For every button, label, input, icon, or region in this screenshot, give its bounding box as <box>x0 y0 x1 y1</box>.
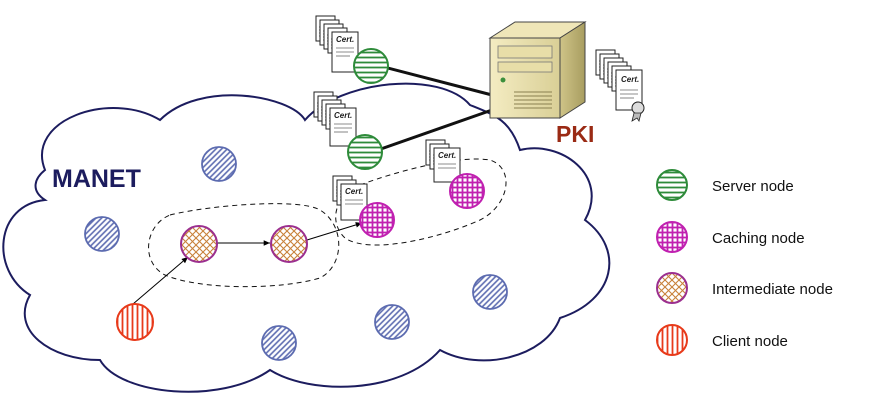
cert-stack-upper-icon <box>315 15 359 73</box>
caching-node-right <box>449 173 485 209</box>
legend-server-swatch <box>656 169 688 201</box>
pki-cert-label: Cert. <box>621 75 639 84</box>
server-node-upper <box>353 48 389 84</box>
other-node <box>261 325 297 361</box>
server-node-lower <box>347 134 383 170</box>
route-region-left <box>148 203 340 288</box>
arrow-intermediate-to-caching <box>306 222 363 241</box>
cert-cache-left-label: Cert. <box>345 187 363 196</box>
manet-label: MANET <box>52 165 141 193</box>
cert-lower-label: Cert. <box>334 111 352 120</box>
cert-cache-right-label: Cert. <box>438 151 456 160</box>
other-node <box>201 146 237 182</box>
legend-intermediate-label: Intermediate node <box>712 281 833 298</box>
pki-cert-stack-icon <box>595 49 645 122</box>
cert-stack-lower-icon <box>313 91 357 147</box>
legend-caching-label: Caching node <box>712 230 805 247</box>
cert-stack-cache-right-icon <box>425 139 461 183</box>
client-node <box>116 303 154 341</box>
pki-server-icon <box>488 21 587 119</box>
legend-client-label: Client node <box>712 333 788 350</box>
other-node <box>472 274 508 310</box>
arrow-client-to-intermediate <box>132 256 189 305</box>
pki-link-lower <box>377 108 493 152</box>
legend-caching-swatch <box>656 221 688 253</box>
legend-server-label: Server node <box>712 178 794 195</box>
pki-link-upper <box>379 64 493 97</box>
pki-label: PKI <box>556 121 594 147</box>
legend: Server node Caching node Intermediate no… <box>656 169 833 356</box>
other-node <box>374 304 410 340</box>
intermediate-node-2 <box>270 225 308 263</box>
legend-intermediate-swatch <box>656 272 688 304</box>
intermediate-node-1 <box>180 225 218 263</box>
cert-upper-label: Cert. <box>336 35 354 44</box>
caching-node-left <box>359 202 395 238</box>
other-node <box>84 216 120 252</box>
legend-client-swatch <box>656 324 688 356</box>
